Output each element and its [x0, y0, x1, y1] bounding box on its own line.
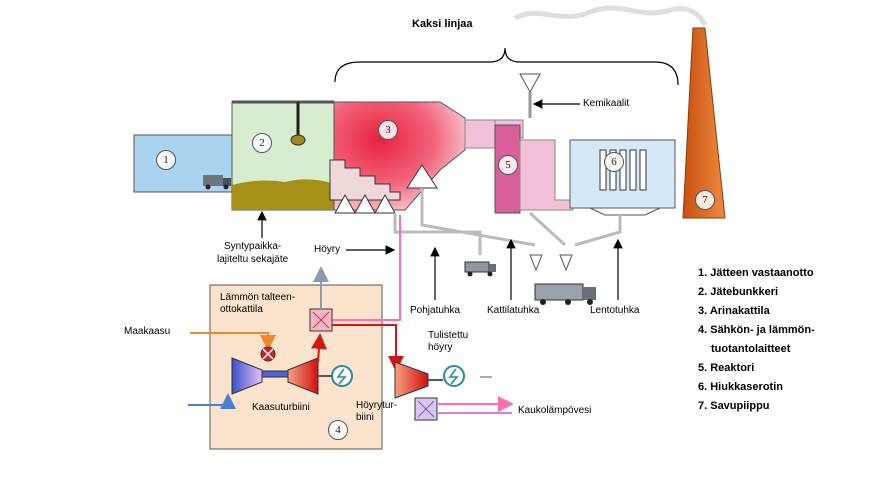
grab-crane-icon — [290, 102, 306, 146]
grate-stairs — [329, 159, 401, 201]
waste-label-line2: lajiteltu sekajäte — [217, 254, 289, 265]
legend-item-2: 2. Jätebunkkeri — [698, 286, 779, 298]
two-lines-brace — [334, 47, 679, 86]
gas-turbine-compressor — [231, 357, 263, 395]
ash-silos — [529, 254, 573, 272]
legend-item-4: 4. Sähkön- ja lämmön- — [698, 324, 815, 336]
chimney — [682, 27, 726, 219]
separator-hopper — [589, 207, 661, 216]
superheated-steam-label-1: Tulistettu — [428, 330, 469, 341]
legend-item-3: 3. Arinakattila — [698, 305, 770, 317]
marker-2: 2 — [252, 133, 272, 153]
marker-3: 3 — [378, 120, 398, 140]
legend-item-6: 6. Hiukkaserotin — [698, 381, 783, 393]
ash-collection-lines — [393, 188, 622, 255]
marker-7: 7 — [695, 190, 715, 210]
marker-5: 5 — [498, 155, 518, 175]
steam-line — [322, 215, 401, 321]
legend-item-7: 7. Savupiippu — [698, 400, 770, 412]
natural-gas-line — [190, 332, 276, 351]
natural-gas-label: Maakaasu — [124, 326, 171, 337]
boiler-ash-label: Kattilatuhka — [487, 305, 540, 316]
superheated-steam-line — [332, 324, 404, 372]
generator-2-icon — [443, 365, 465, 387]
waste-label-line1: Syntypaikka- — [224, 241, 282, 252]
flue-duct-1 — [464, 119, 496, 149]
district-heat-label: Kaukolämpövesi — [518, 405, 592, 416]
ash-truck-large-icon — [534, 283, 596, 305]
smoke-plume — [513, 5, 708, 27]
marker-4: 4 — [328, 420, 348, 440]
bottom-ash-label: Pohjatuhka — [410, 305, 461, 316]
two-lines-title: Kaksi linjaa — [412, 18, 473, 30]
gas-turbine-exhaust — [310, 333, 327, 363]
marker-6: 6 — [604, 152, 624, 172]
superheated-steam-label-2: höyry — [428, 342, 453, 353]
duct-to-separator — [519, 139, 574, 211]
recovery-boiler-label-1: Lämmön talteen- — [220, 292, 296, 303]
ash-hoppers — [334, 164, 438, 214]
chemicals-label: Kemikaalit — [583, 98, 630, 109]
steam-turbine-label-1: Höyrytur- — [356, 400, 398, 411]
air-inlet-line — [188, 393, 236, 409]
garbage-truck-icon — [203, 175, 231, 190]
legend-item-5: 5. Reaktori — [698, 362, 755, 374]
chemical-hopper — [519, 73, 541, 94]
legend: 1. Jätteen vastaanotto 2. Jätebunkkeri 3… — [698, 264, 815, 416]
legend-item-1: 1. Jätteen vastaanotto — [698, 267, 814, 279]
marker-1: 1 — [156, 150, 176, 170]
steam-turbine-label-2: biini — [356, 412, 374, 423]
waste-pile — [232, 179, 334, 210]
steam-label: Höyry — [314, 244, 341, 255]
gas-turbine-label: Kaasuturbiini — [252, 402, 310, 413]
recovery-boiler-label-2: ottokattila — [220, 304, 263, 315]
legend-item-4-cont: tuotantolaitteet — [711, 343, 791, 355]
steam-turbine — [394, 361, 429, 399]
fly-ash-label: Lentotuhka — [590, 305, 640, 316]
ash-truck-small-icon — [464, 261, 496, 277]
generator-1-icon — [331, 365, 353, 387]
gas-turbine-expander — [287, 357, 319, 395]
